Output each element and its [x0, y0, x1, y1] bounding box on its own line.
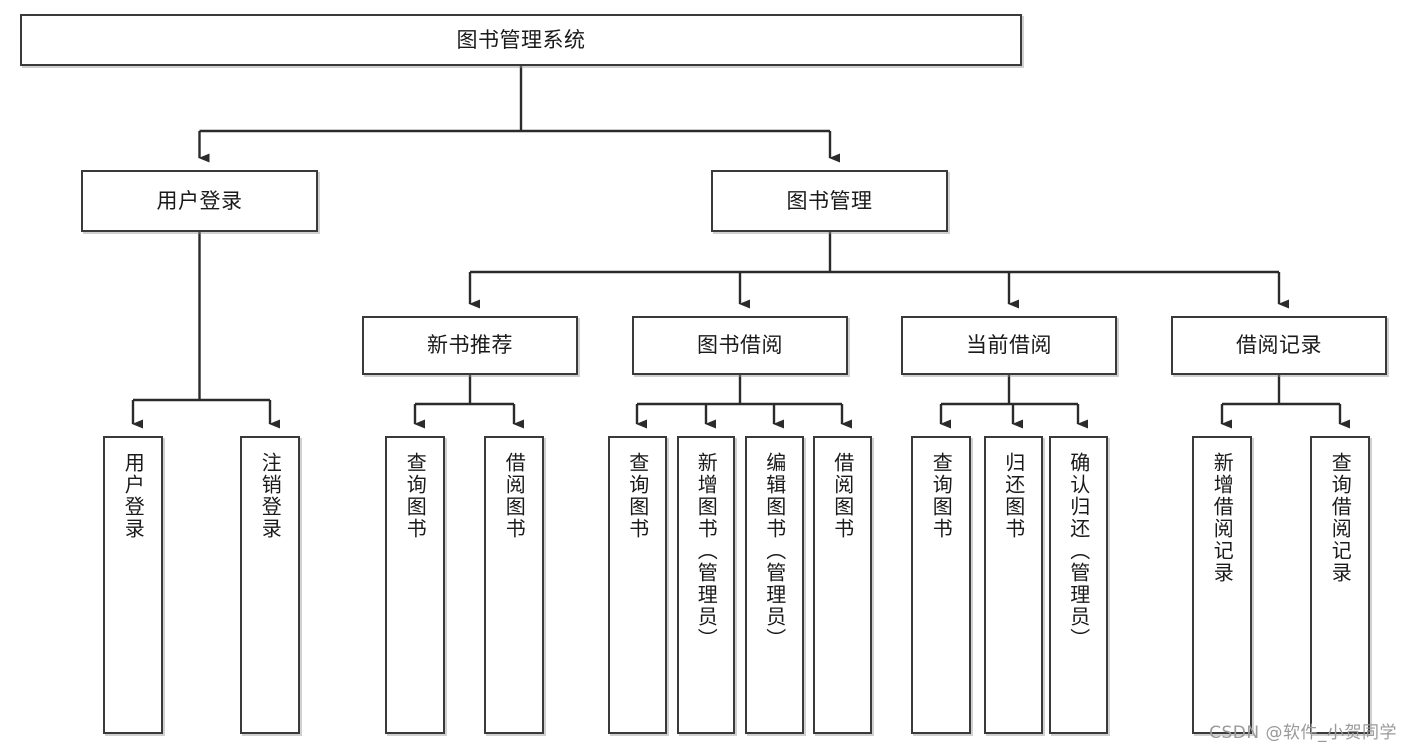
node-leaf-user-logout[interactable]: 注销登录: [240, 436, 300, 734]
node-label: 新增借阅记录: [1210, 452, 1235, 584]
node-label: 图书管理系统: [456, 27, 586, 52]
node-leaf-user-login[interactable]: 用户登录: [103, 436, 163, 734]
node-label: 图书管理: [786, 188, 873, 213]
node-leaf-borrow-add-book-admin[interactable]: 新增图书（管理员）: [677, 436, 735, 734]
node-leaf-current-return-book[interactable]: 归还图书: [984, 436, 1043, 734]
node-leaf-recommend-query-book[interactable]: 查询图书: [385, 436, 445, 734]
node-label: 借阅图书: [830, 452, 855, 540]
node-leaf-current-confirm-return-admin[interactable]: 确认归还（管理员）: [1049, 436, 1108, 734]
node-label: 借阅图书: [502, 452, 527, 540]
node-leaf-current-query-book[interactable]: 查询图书: [911, 436, 971, 734]
node-label: 新书推荐: [427, 333, 513, 358]
node-label: 注销登录: [258, 452, 283, 540]
node-label: 图书借阅: [697, 333, 783, 358]
node-leaf-borrow-query-book[interactable]: 查询图书: [608, 436, 667, 734]
node-leaf-borrow-edit-book-admin[interactable]: 编辑图书（管理员）: [745, 436, 804, 734]
node-root-system[interactable]: 图书管理系统: [20, 14, 1022, 66]
node-leaf-record-add-borrow-record[interactable]: 新增借阅记录: [1192, 436, 1252, 734]
node-label: 查询图书: [929, 452, 954, 540]
node-label: 新增图书（管理员）: [694, 452, 719, 650]
node-leaf-record-query-borrow-record[interactable]: 查询借阅记录: [1310, 436, 1370, 734]
node-label: 用户登录: [156, 188, 243, 213]
node-label: 当前借阅: [966, 333, 1052, 358]
csdn-watermark: CSDN @软件_小贺同学: [1209, 723, 1397, 743]
node-borrow-record[interactable]: 借阅记录: [1171, 316, 1387, 375]
node-leaf-borrow-borrow-book[interactable]: 借阅图书: [813, 436, 872, 734]
node-label: 查询图书: [625, 452, 650, 540]
node-label: 查询图书: [403, 452, 428, 540]
node-book-manage[interactable]: 图书管理: [711, 170, 948, 232]
node-user-login[interactable]: 用户登录: [81, 170, 318, 232]
node-book-borrow[interactable]: 图书借阅: [632, 316, 848, 375]
node-label: 归还图书: [1001, 452, 1026, 540]
node-label: 确认归还（管理员）: [1066, 452, 1091, 650]
node-leaf-recommend-borrow-book[interactable]: 借阅图书: [484, 436, 544, 734]
node-label: 借阅记录: [1236, 333, 1322, 358]
node-current-borrow[interactable]: 当前借阅: [901, 316, 1117, 375]
node-label: 查询借阅记录: [1328, 452, 1353, 584]
node-new-book-recommend[interactable]: 新书推荐: [362, 316, 578, 375]
node-label: 编辑图书（管理员）: [762, 452, 787, 650]
node-label: 用户登录: [121, 452, 146, 540]
